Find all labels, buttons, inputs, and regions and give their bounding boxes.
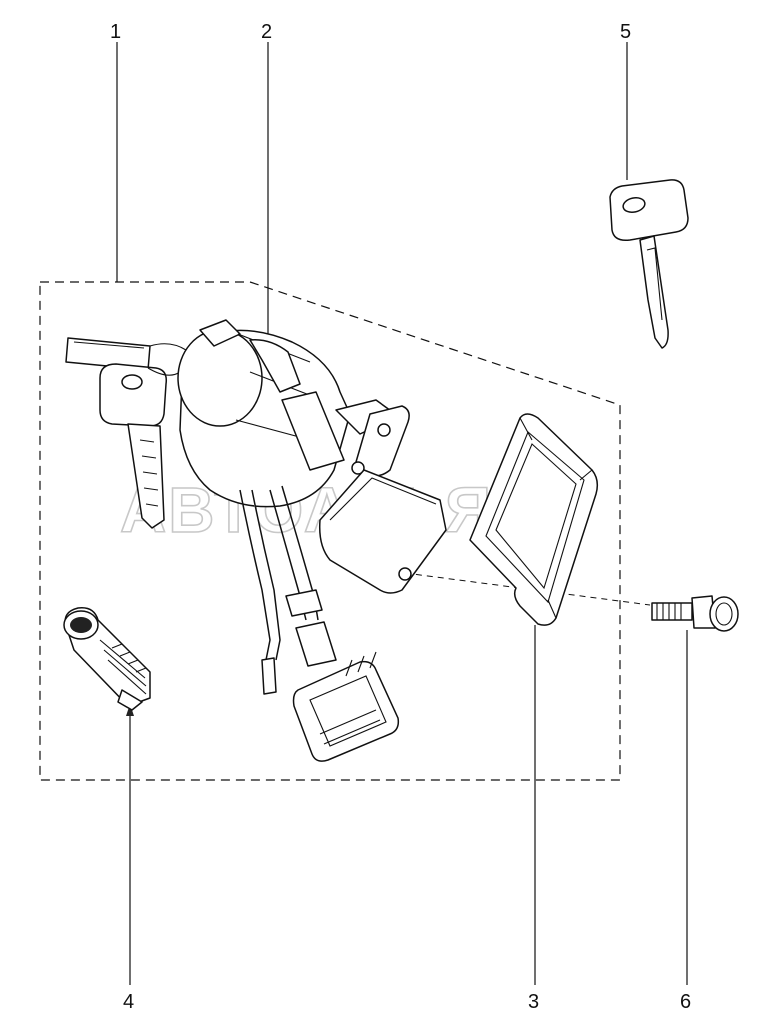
callout-1: 1 xyxy=(110,21,121,43)
callout-6: 6 xyxy=(680,991,691,1013)
leader-4-arrow xyxy=(126,704,134,716)
cover-icon xyxy=(469,413,599,626)
bolt-icon xyxy=(651,595,739,632)
key-icon xyxy=(609,179,689,349)
lock-cylinder-icon xyxy=(63,607,151,711)
callout-3: 3 xyxy=(528,991,539,1013)
ignition-switch-icon xyxy=(65,319,447,762)
callout-labels: 1 2 3 4 5 6 xyxy=(110,21,691,1013)
callout-2: 2 xyxy=(261,21,272,43)
callout-4: 4 xyxy=(123,991,134,1013)
assembly-outline xyxy=(39,281,621,781)
callout-5: 5 xyxy=(620,21,631,43)
